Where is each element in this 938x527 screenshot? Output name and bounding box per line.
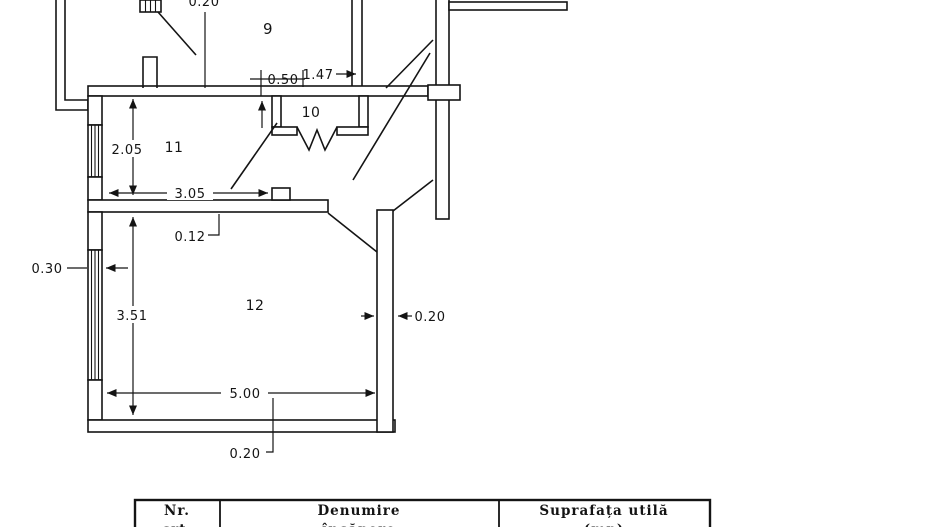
- table-header-suprafata: Suprafața utilă: [539, 503, 668, 519]
- dim-label-wall-offset: 0.12: [175, 230, 206, 245]
- table-subheader-incapere: încăpere: [322, 522, 396, 527]
- wall-room12-bottom: [87, 419, 396, 433]
- wall-mid-horizontal: [87, 199, 329, 213]
- dim-label-room12-width: 5.00: [230, 387, 261, 402]
- break-diagonal-right-long: [352, 52, 431, 181]
- room-label-12: 12: [246, 298, 265, 314]
- dim-label-bg: [221, 385, 268, 401]
- dimensions: 0.20 0.50 1.47 2.05 3.05 0.12 0.30 3.51: [32, 0, 446, 462]
- window-top-column-hatch: [144, 0, 157, 12]
- dim-label-room11-height: 2.05: [112, 143, 143, 158]
- dim-bracket-020b: [266, 398, 274, 453]
- break-zigzag-room10: [296, 126, 338, 152]
- room-labels: 9 10 11 12: [165, 20, 321, 314]
- wall-room9-right: [351, 0, 363, 89]
- break-diagonal-right-short: [385, 39, 434, 89]
- dim-label-room11-width: 3.05: [175, 187, 206, 202]
- window-room12-hatch: [90, 250, 100, 380]
- dim-label-bg: [167, 185, 213, 200]
- break-diagonal-mid: [230, 122, 278, 190]
- dim-ext-door: [260, 70, 304, 96]
- table-border: [133, 498, 712, 527]
- dim-label-bg: [105, 140, 150, 157]
- wall-room12-right: [376, 209, 394, 433]
- dim-label-door: 0.50: [268, 73, 299, 88]
- wall-room10-left: [271, 95, 282, 128]
- wall-right-vertical: [435, 0, 450, 220]
- wall-left-seg4: [87, 379, 103, 421]
- dim-label-right-wall: 0.20: [415, 310, 446, 325]
- dim-bracket-012: [208, 214, 220, 236]
- wall-left-seg1: [87, 95, 103, 126]
- room-label-11: 11: [165, 140, 184, 156]
- dim-label-opening: 1.47: [303, 68, 334, 83]
- room-label-10: 10: [302, 105, 321, 121]
- wall-right-tab: [427, 84, 461, 101]
- room-label-9: 9: [263, 20, 273, 38]
- table-subheader-mp: (mp): [584, 522, 625, 527]
- window-room11-hatch: [90, 125, 100, 177]
- dim-label-left-wall: 0.30: [32, 262, 63, 277]
- table-column-dividers: [219, 500, 500, 527]
- wall-top-horizontal: [87, 85, 429, 97]
- wall-room10-bottom-right: [336, 126, 369, 136]
- dim-label-bottom-wall: 0.20: [230, 447, 261, 462]
- break-diagonal-topleft: [157, 11, 197, 56]
- wall-left-seg3: [87, 211, 103, 251]
- wall-outer-left: [55, 0, 89, 111]
- break-pillar: [142, 56, 158, 88]
- wall-mid-tab: [271, 187, 291, 201]
- dim-label-room12-height: 3.51: [117, 309, 148, 324]
- break-diagonal-lower-mid: [327, 212, 378, 253]
- dim-label-top-clipped: 0.20: [189, 0, 220, 10]
- dim-label-bg: [110, 306, 155, 323]
- break-diagonal-lower-right: [392, 179, 434, 212]
- wall-top-right: [448, 1, 568, 11]
- wall-left-seg2: [87, 176, 103, 201]
- table-subheader-crt: crt.: [162, 522, 192, 527]
- table-header-nr: Nr.: [164, 503, 190, 519]
- wall-room10-right: [358, 95, 369, 128]
- area-table: Nr. Denumire Suprafața utilă crt. încăpe…: [133, 498, 712, 527]
- table-header-denumire: Denumire: [317, 503, 400, 519]
- wall-room10-bottom-left: [271, 126, 298, 136]
- walls: [55, 0, 568, 433]
